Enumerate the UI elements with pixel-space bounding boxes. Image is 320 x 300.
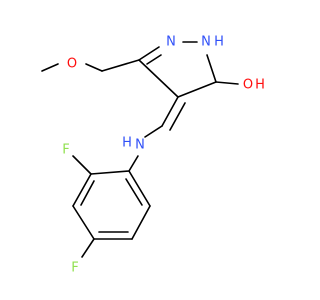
atom-n-amine: N (135, 138, 145, 153)
bond-ar-inner-1 (80, 180, 95, 206)
bond-c3-n2-inner (146, 54, 162, 65)
bond-c4-f (81, 238, 95, 258)
atom-n-ring: N (166, 35, 176, 50)
bond-ar-c3-c4 (72, 205, 95, 240)
bond-ar-c1-c2 (90, 170, 130, 175)
bond-c5-oh (215, 81, 239, 85)
bond-ch3-o (41, 63, 59, 72)
bond-ar-c2-c3 (72, 173, 92, 207)
bond-c4-c3 (138, 59, 179, 98)
bond-c4-ch-inner (169, 102, 186, 131)
bond-ch2-c3 (101, 59, 140, 72)
atom-f-para: F (71, 261, 78, 276)
bond-c4-ch (161, 96, 179, 127)
atom-f-ortho: F (62, 143, 69, 158)
atom-o-methoxy: O (67, 57, 77, 72)
atom-nh-ring: N (201, 35, 211, 50)
bond-ar-inner-3 (125, 178, 143, 206)
atom-h-hydroxyl: H (255, 78, 265, 93)
atom-o-hydroxyl: O (243, 78, 253, 93)
molecule-structure: N N H O O H H N F F (41, 35, 265, 276)
bonds (41, 41, 239, 258)
bond-ar-c6-c1 (128, 170, 151, 207)
bond-ar-c5-c6 (131, 205, 151, 240)
bond-n1-c5 (206, 54, 217, 83)
bond-c5-c4 (177, 81, 217, 98)
atom-labels: N N H O O H H N F F (62, 35, 265, 276)
bond-ch-nh (144, 125, 163, 138)
bond-c2-f (72, 155, 92, 175)
bond-o-ch2 (85, 63, 103, 72)
atom-h-amine: H (122, 136, 132, 151)
bond-nh-c1 (128, 155, 139, 172)
bond-c3-n2 (138, 46, 160, 61)
atom-h-ring: H (214, 35, 224, 50)
